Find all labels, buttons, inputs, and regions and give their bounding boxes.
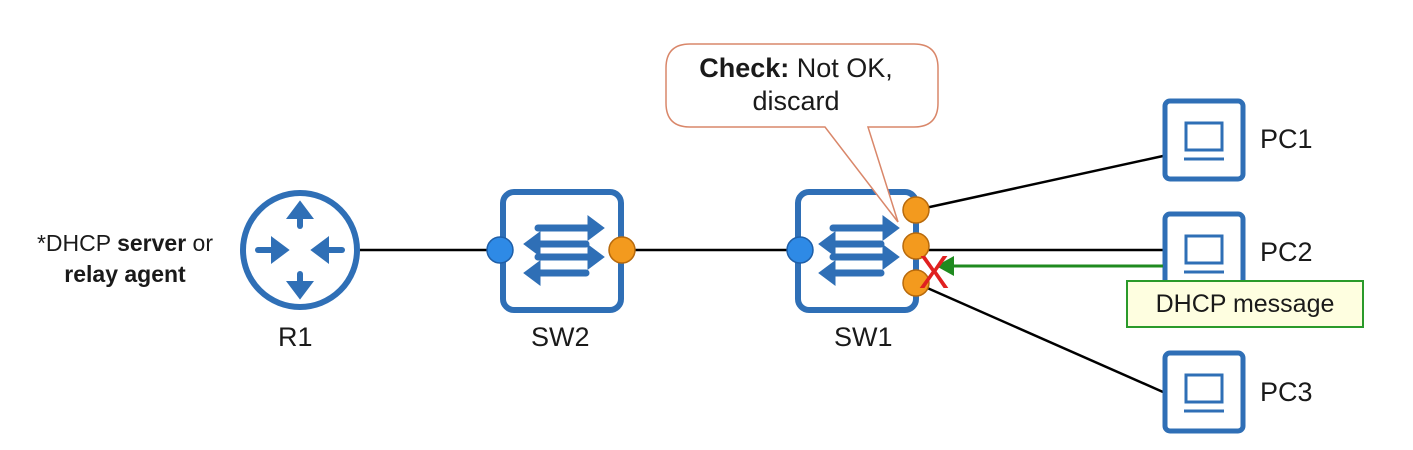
check-action: discard (752, 86, 840, 116)
port-sw1-pc3[interactable] (902, 269, 930, 297)
callout-text: Check: Not OK, discard (676, 52, 916, 118)
link-sw1-pc3 (915, 281, 1164, 394)
arrow-head (936, 256, 954, 276)
dhcp-message-box: DHCP message (1126, 280, 1364, 328)
pc1-label: PC1 (1260, 124, 1313, 154)
pc3-label: PC3 (1260, 377, 1313, 407)
pc-icon[interactable] (1162, 350, 1246, 434)
router-icon[interactable] (240, 190, 360, 310)
port-sw1-blue[interactable] (786, 236, 814, 264)
port-sw1-pc2[interactable] (902, 232, 930, 260)
port-sw2-orange[interactable] (608, 236, 636, 264)
switch-icon[interactable] (795, 189, 919, 313)
port-r1-sw2-blue[interactable] (486, 236, 514, 264)
callout-bubble (665, 43, 939, 223)
switch-icon[interactable] (500, 189, 624, 313)
discard-mark: X (919, 246, 950, 298)
dhcp-message-label: DHCP message (1155, 289, 1335, 318)
r1-label: R1 (278, 322, 313, 352)
check-label: Check: (699, 53, 790, 83)
r1-role-note: *DHCP server or relay agent (36, 230, 214, 287)
sw2-label: SW2 (531, 322, 590, 352)
check-result: Not OK, (789, 53, 893, 83)
port-sw1-pc1[interactable] (902, 196, 930, 224)
sw1-label: SW1 (834, 322, 893, 352)
link-sw1-pc1 (915, 154, 1164, 212)
pc-icon[interactable] (1162, 98, 1246, 182)
pc2-label: PC2 (1260, 237, 1313, 267)
